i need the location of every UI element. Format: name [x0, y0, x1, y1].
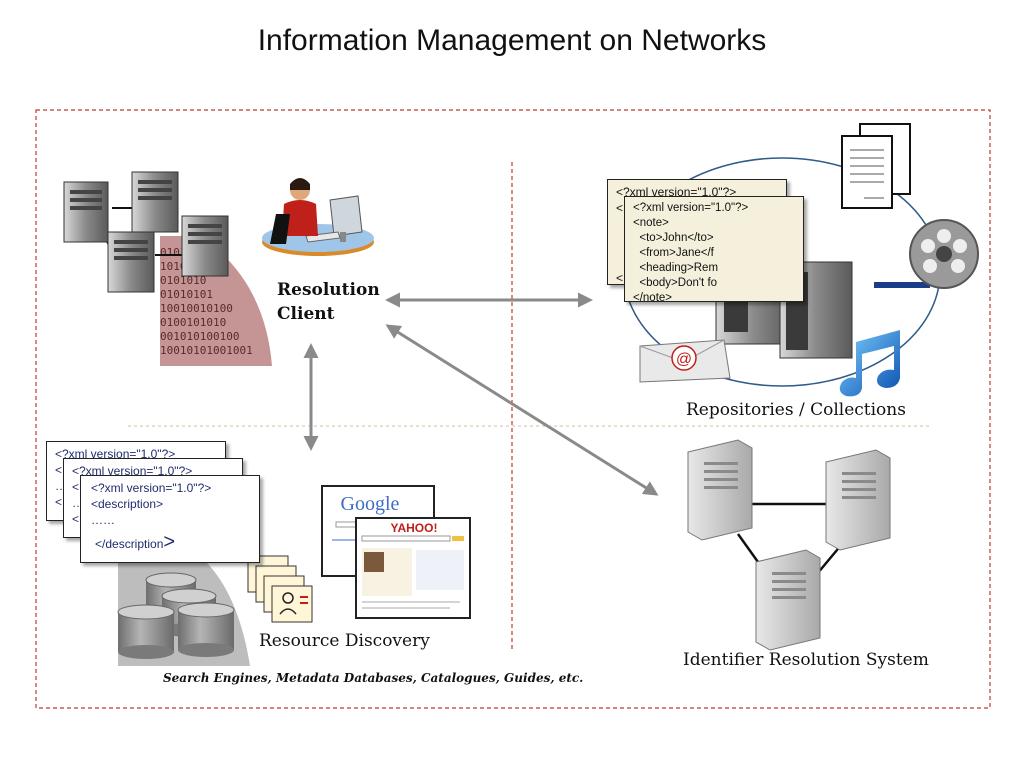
binary-row: 0101010	[160, 274, 206, 287]
xml-line: </note>	[633, 292, 673, 302]
xml-line: ……	[91, 513, 115, 527]
xml-line: <	[55, 495, 63, 509]
xml-line: <?xml version="1.0"?>	[91, 481, 212, 495]
identifier-server-icon-1	[687, 439, 753, 541]
email-at-sign: @	[676, 351, 692, 368]
xml-line-closing: </description>	[91, 531, 251, 554]
google-logo: Google	[341, 493, 400, 515]
binary-row: 10010010100	[160, 302, 233, 315]
xml-line: <?xml version="1.0"?>	[616, 185, 737, 199]
arrow-client-identifier	[385, 324, 659, 496]
xml-line: <	[55, 463, 63, 477]
repositories-label: Repositories / Collections	[686, 400, 906, 420]
resource-discovery-label: Resource Discovery	[259, 631, 430, 651]
user-at-computer-icon	[262, 178, 374, 256]
xml-line: <	[616, 201, 624, 215]
xml-line: <note>	[633, 217, 669, 229]
discovery-caption: Search Engines, Metadata Databases, Cata…	[163, 671, 584, 685]
binary-row: 001010100100	[160, 330, 239, 343]
xml-line: <?xml version="1.0"?>	[55, 447, 176, 461]
server-icon-1	[63, 181, 109, 243]
identifier-resolution-label: Identifier Resolution System	[683, 650, 929, 670]
binary-row: 01010101	[160, 288, 213, 301]
server-icon-2	[131, 171, 179, 233]
server-icon-4	[181, 215, 229, 277]
xml-line: <	[616, 271, 624, 285]
server-network-icon: 0101101010010101001010101100100101000100…	[63, 171, 272, 366]
resolution-client-line1: Resolution	[277, 280, 380, 300]
xml-line: <from>Jane</f	[633, 247, 714, 259]
binary-row: 10010101001001	[160, 344, 253, 357]
server-icon-3	[107, 231, 155, 293]
xml-card-discovery-front: <?xml version="1.0"?> <description> …… <…	[80, 475, 260, 563]
resolution-client-line2: Client	[277, 304, 335, 324]
film-reel-icon	[874, 219, 979, 289]
yahoo-screenshot-icon: YAHOO!	[355, 517, 471, 619]
xml-line: <heading>Rem	[633, 262, 719, 274]
xml-line: <body>Don't fo	[633, 277, 718, 289]
email-envelope-icon: @	[639, 339, 731, 383]
binary-row: 0100101010	[160, 316, 226, 329]
xml-card-repository-front: <?xml version="1.0"?> <note> <to>John</to…	[624, 196, 804, 302]
outer-frame	[35, 109, 991, 709]
xml-line: <?xml version="1.0"?>	[633, 202, 749, 214]
music-note-icon	[839, 330, 900, 397]
yahoo-logo: YAHOO!	[391, 521, 438, 535]
database-cylinder-4	[177, 602, 235, 657]
catalogue-cards-icon	[247, 555, 313, 623]
document-stack-icon	[841, 123, 911, 209]
xml-line: <to>John</to>	[633, 232, 714, 244]
xml-closing-gt: >	[163, 531, 176, 553]
database-cylinder-3	[117, 604, 175, 659]
xml-line: <	[72, 480, 80, 494]
identifier-server-icon-3	[755, 549, 821, 651]
xml-closing-tag: </description	[95, 537, 164, 551]
binary-digits: 0101101010010101001010101100100101000100…	[160, 246, 253, 357]
resolution-client-label: Resolution Client	[277, 278, 380, 326]
xml-line: <	[72, 512, 80, 526]
xml-line: <description>	[91, 497, 164, 511]
identifier-server-icon-2	[825, 449, 891, 551]
database-icon	[117, 572, 235, 659]
diagram-title: Information Management on Networks	[257, 24, 767, 57]
xml-line: <?xml version="1.0"?>	[72, 464, 193, 478]
